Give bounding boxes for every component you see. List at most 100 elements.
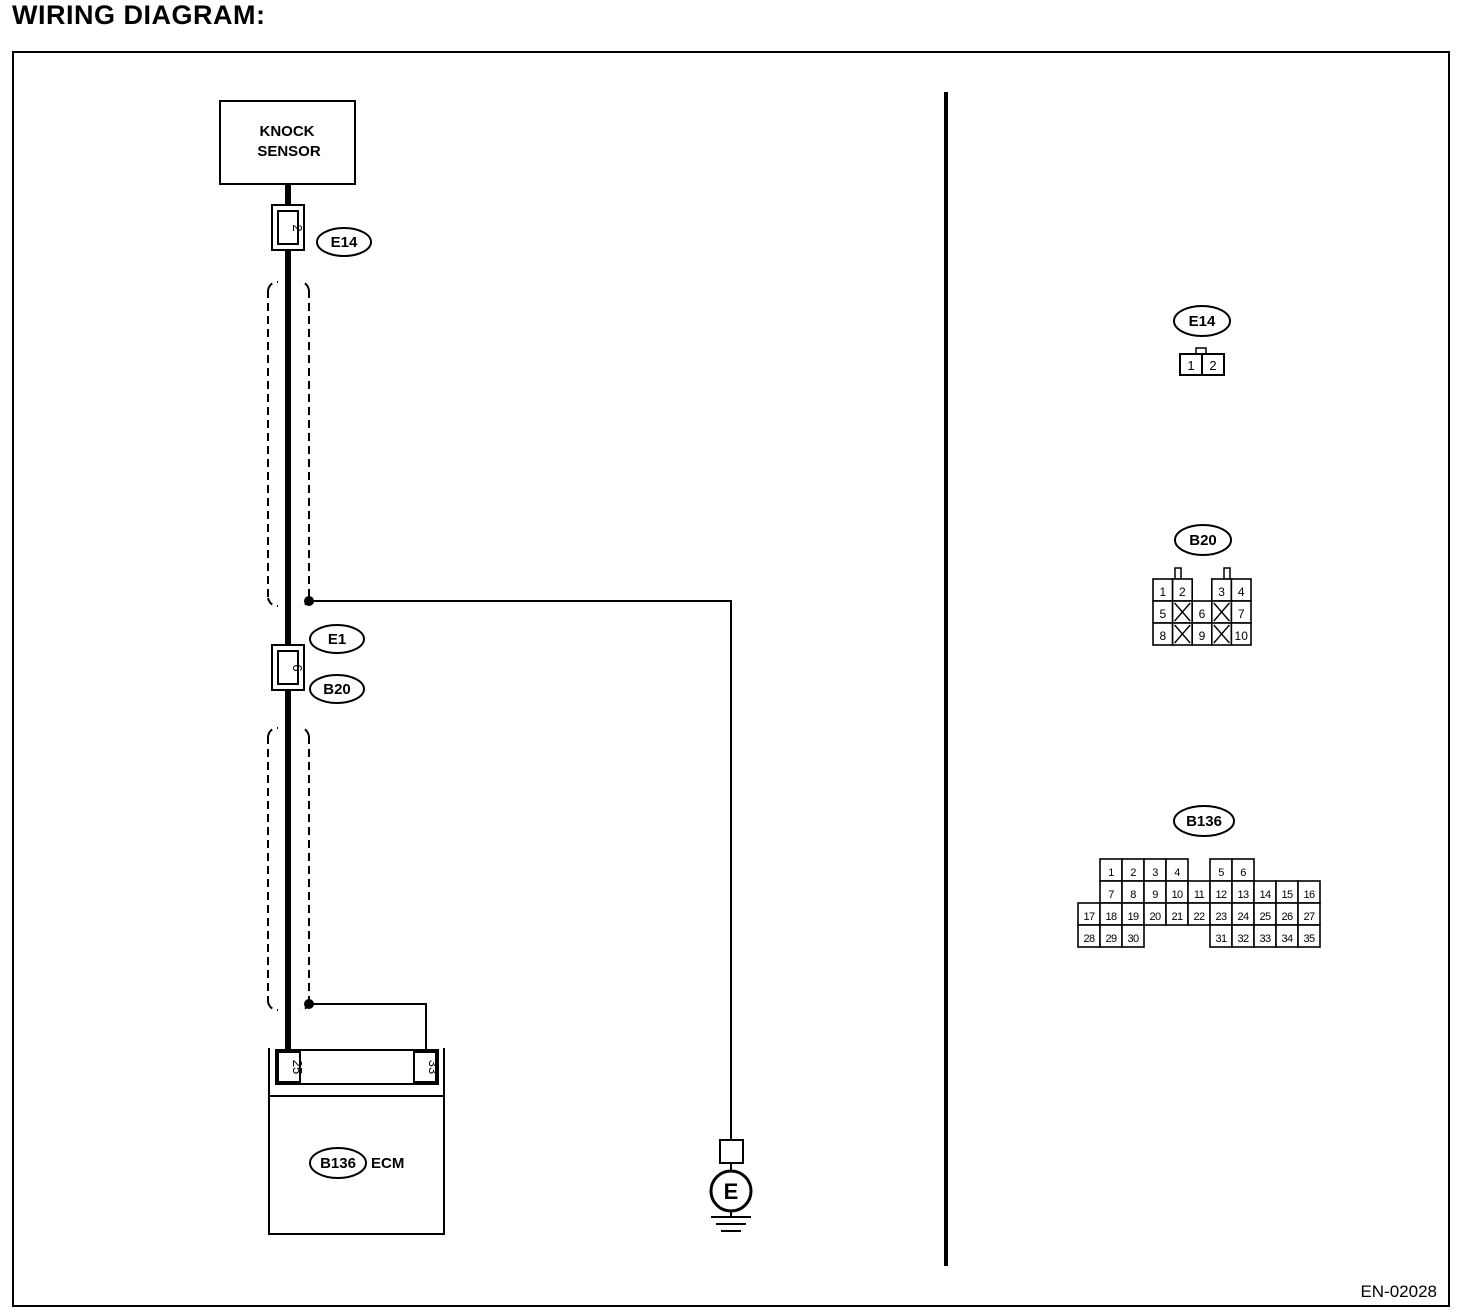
b136-view-pin-label: 27 xyxy=(1303,911,1315,923)
b20-view-pin-cell: 3 xyxy=(1211,578,1233,602)
b136-view-pin-cell: 30 xyxy=(1121,924,1145,948)
b136-view-pin-cell: 9 xyxy=(1143,880,1167,904)
b136-view-pin-cell: 11 xyxy=(1187,880,1211,904)
b136-view-pin-label: 7 xyxy=(1108,889,1114,901)
b136-view-pin-cell: 2 xyxy=(1121,858,1145,882)
b136-view-pin-label: 11 xyxy=(1194,889,1205,901)
knock-sensor-label-1: KNOCK xyxy=(260,123,315,140)
b136-view-pin-label: 25 xyxy=(1259,911,1271,923)
b136-view-pin-cell: 13 xyxy=(1231,880,1255,904)
knock-sensor: KNOCK SENSOR xyxy=(219,100,356,185)
b136-view-pin-label: 26 xyxy=(1281,911,1293,923)
b136-view-pin-label: 16 xyxy=(1303,889,1315,901)
b136-view-pin-label: 4 xyxy=(1174,867,1180,879)
b136-view-pin-cell: 29 xyxy=(1099,924,1123,948)
knock-sensor-label-2: SENSOR xyxy=(257,143,321,160)
b136-view-pin-cell: 22 xyxy=(1187,902,1211,926)
b20-view-pin-cell: 9 xyxy=(1191,622,1213,646)
b136-view-pin-label: 9 xyxy=(1152,889,1158,901)
b20-view-pin-cell: 10 xyxy=(1230,622,1252,646)
b136-view-pin-label: 8 xyxy=(1130,889,1136,901)
b136-view-pin-cell: 18 xyxy=(1099,902,1123,926)
b136-view-pin-cell: 35 xyxy=(1297,924,1321,948)
b136-view-pin-cell: 6 xyxy=(1231,858,1255,882)
b20-view-pin-label: 3 xyxy=(1218,585,1225,599)
b20-view-pin-cell: 5 xyxy=(1152,600,1174,624)
b136-view-pin-cell: 28 xyxy=(1077,924,1101,948)
b20-view-pin-label: 10 xyxy=(1235,629,1249,643)
b136-view-pin-cell: 27 xyxy=(1297,902,1321,926)
b136-view-pin-label: 31 xyxy=(1215,933,1227,945)
b136-view-pin-cell: 25 xyxy=(1253,902,1277,926)
b136-view-pin-label: 5 xyxy=(1218,867,1224,879)
tag-e14-text: E14 xyxy=(331,234,358,251)
b20-view-pin-cell: 1 xyxy=(1152,578,1174,602)
b136-view-pin-label: 33 xyxy=(1259,933,1271,945)
b136-view-pin-label: 3 xyxy=(1152,867,1158,879)
b136-view-pin-cell: 4 xyxy=(1165,858,1189,882)
ground-label: E xyxy=(724,1179,739,1204)
ecm-connector-tag xyxy=(309,1147,367,1179)
b136-view-pin-label: 6 xyxy=(1240,867,1246,879)
b136-view-pin-label: 23 xyxy=(1215,911,1227,923)
b136-view-pin-cell: 12 xyxy=(1209,880,1233,904)
ecm-pin-33: 33 xyxy=(426,1060,441,1074)
b136-view-pin-cell: 15 xyxy=(1275,880,1299,904)
connector-e14-inline: 2 xyxy=(271,204,305,251)
b136-view-pin-label: 32 xyxy=(1237,933,1249,945)
b136-view-pin-label: 22 xyxy=(1193,911,1205,923)
b136-view-pin-cell: 7 xyxy=(1099,880,1123,904)
connector-tag-e1: E1 xyxy=(309,624,365,654)
view-b136-title: B136 xyxy=(1186,813,1222,830)
ecm-pin-25: 25 xyxy=(290,1060,305,1074)
b136-view-pin-label: 14 xyxy=(1259,889,1271,901)
b136-view-pin-label: 12 xyxy=(1215,889,1227,901)
shield-ecm-wire xyxy=(304,999,427,1050)
b136-view-pin-cell: 19 xyxy=(1121,902,1145,926)
b136-view-pin-cell: 3 xyxy=(1143,858,1167,882)
b136-view-pin-cell: 14 xyxy=(1253,880,1277,904)
shield-drain-wire xyxy=(304,596,732,1140)
b20-pin-label: 6 xyxy=(290,664,305,671)
b136-view-pin-cell: 23 xyxy=(1209,902,1233,926)
b136-view-pin-label: 24 xyxy=(1237,911,1249,923)
b136-view-pin-cell: 33 xyxy=(1253,924,1277,948)
b136-view-pin-cell: 10 xyxy=(1165,880,1189,904)
ecm-label: ECM xyxy=(371,1155,404,1172)
b20-view-pin-cell xyxy=(1211,622,1233,646)
connector-view-e14: E14 1 2 xyxy=(1173,305,1231,376)
b136-view-pin-label: 30 xyxy=(1127,933,1139,945)
b136-view-pin-cell: 26 xyxy=(1275,902,1299,926)
b136-view-pin-label: 34 xyxy=(1281,933,1293,945)
b20-view-pin-cell xyxy=(1211,600,1233,624)
b20-view-pin-label: 1 xyxy=(1159,585,1166,599)
e14-view-pin-1: 1 xyxy=(1187,358,1194,373)
e14-pin-label: 2 xyxy=(290,224,305,231)
b136-view-pin-cell: 20 xyxy=(1143,902,1167,926)
b136-view-pin-cell: 21 xyxy=(1165,902,1189,926)
b136-view-pin-label: 19 xyxy=(1127,911,1139,923)
b136-view-pin-label: 13 xyxy=(1237,889,1249,901)
b136-view-pin-label: 1 xyxy=(1108,867,1114,879)
connector-tag-e14: E14 xyxy=(316,227,372,257)
b20-view-pin-cell xyxy=(1171,622,1193,646)
b136-view-pin-cell: 24 xyxy=(1231,902,1255,926)
b136-view-pin-label: 35 xyxy=(1303,933,1315,945)
b136-view-pin-label: 2 xyxy=(1130,867,1136,879)
document-code: EN-02028 xyxy=(1360,1282,1437,1301)
connector-b20-inline: 6 xyxy=(271,644,305,691)
b136-view-pin-cell: 16 xyxy=(1297,880,1321,904)
b20-view-pin-label: 7 xyxy=(1238,607,1245,621)
connector-tag-b20: B20 xyxy=(309,674,365,704)
b136-view-pin-label: 20 xyxy=(1149,911,1161,923)
view-b20-title: B20 xyxy=(1189,532,1217,549)
b136-view-pin-cell: 17 xyxy=(1077,902,1101,926)
diagram-frame xyxy=(12,51,1450,1307)
b136-view-pin-label: 21 xyxy=(1171,911,1183,923)
b20-view-pin-cell: 2 xyxy=(1171,578,1193,602)
b136-view-pin-cell: 1 xyxy=(1099,858,1123,882)
b20-view-pin-label: 9 xyxy=(1199,629,1206,643)
